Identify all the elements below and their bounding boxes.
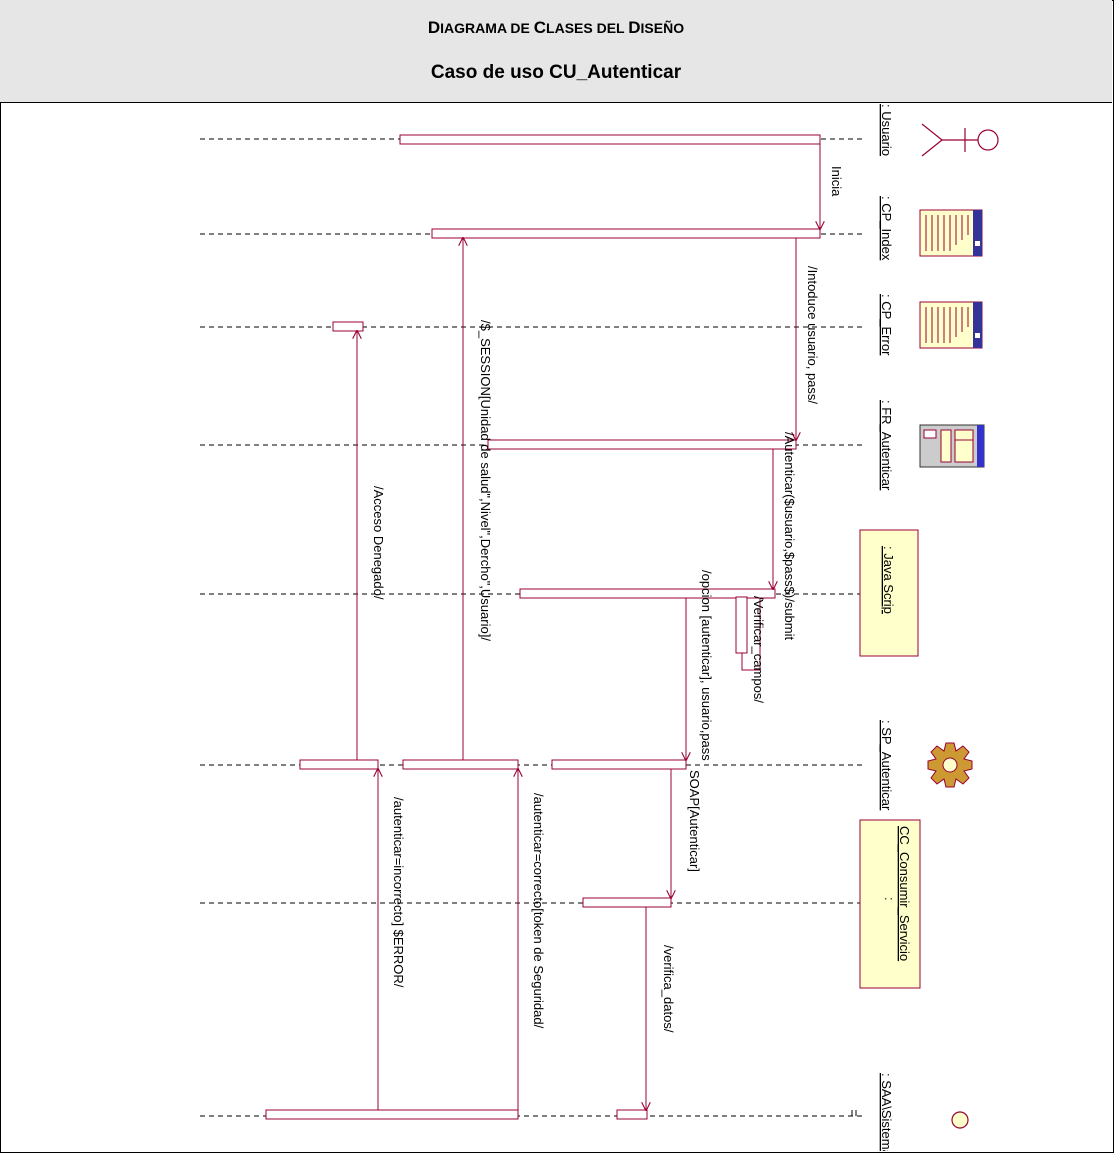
activation-cp-error (332, 321, 364, 332)
activation-cc-consumir (582, 897, 672, 908)
participant-usuario: : Usuario (879, 104, 894, 156)
participant-cc-consumir-box: : CC_Consumir_Servicio (859, 819, 921, 989)
entity-icon (951, 1111, 969, 1129)
messages (357, 144, 820, 1110)
participant-cc-consumir: CC_Consumir_Servicio (897, 826, 912, 961)
page-title: DIAGRAMA DE CLASES DEL DISEÑO (427, 18, 685, 37)
activation-java-scrip (519, 588, 776, 599)
message-incorrecto: /autenticar=incorrecto] $ERROR/ (391, 797, 406, 988)
activation-sp-1 (299, 759, 379, 770)
activation-fr-autenticar (487, 439, 797, 450)
message-soap: SOAP[Autenticar] (687, 770, 702, 872)
message-verificar: /Verificar_campos/ (751, 596, 766, 703)
activations (265, 134, 821, 1120)
message-autenticar-submit: /Autenticar($usuario,$pass$)/submit (782, 432, 797, 640)
message-session: /$_SESSION[Unidad de salud",Nivel",Derch… (478, 320, 493, 641)
message-acceso: /Acceso Denegado/ (371, 486, 386, 600)
participant-java-scrip: : Java Scrip (881, 546, 896, 614)
participant-sp-autenticar: : SP_Autenticar (879, 720, 894, 811)
activation-java-scrip-self (735, 596, 748, 654)
message-verifica-datos: /verifica_datos/ (661, 945, 676, 1033)
actor-icon (921, 123, 999, 157)
participant-fr-autenticar: : FR_Autenticar (879, 400, 894, 491)
activation-sp-3 (551, 759, 687, 770)
activation-usuario (399, 134, 821, 145)
lifeline-end-marker (851, 1110, 857, 1116)
participant-java-scrip-box: : Java Scrip (859, 529, 919, 657)
message-inicia: Inicia (829, 166, 844, 197)
cc-consumir-colon: : (882, 897, 897, 901)
participant-cp-index: : CP_Index (879, 196, 894, 261)
client-page-icon (919, 209, 983, 257)
participant-cp-error: : CP_Error (879, 294, 894, 356)
message-introduce: /Intoduce usuario, pass/ (805, 266, 820, 404)
message-correcto: /autenticar=correcto[token de Seguridad/ (531, 793, 546, 1029)
page-subtitle: Caso de uso CU_Autenticar (430, 62, 682, 83)
server-page-icon (927, 742, 973, 788)
activation-cp-index (431, 228, 821, 239)
form-icon (919, 424, 985, 468)
message-labels: Inicia /Intoduce usuario, pass/ /Autenti… (371, 166, 844, 1033)
activation-sp-2 (402, 759, 519, 770)
message-opcion: /opcion [autenticar], usuario,pass (699, 570, 714, 761)
activation-saa-2 (616, 1109, 648, 1120)
participant-labels: : Usuario : CP_Index : CP_Error : FR_Aut… (879, 104, 894, 1151)
participant-saa: : SAA\Sistema (879, 1073, 894, 1151)
message-verificar-arrow (741, 598, 761, 671)
sequence-diagram: Inicia /Intoduce usuario, pass/ /Autenti… (200, 104, 999, 1151)
activation-saa-1 (265, 1109, 519, 1120)
client-page-icon (919, 301, 983, 349)
header: DIAGRAMA DE CLASES DEL DISEÑO Caso de us… (0, 0, 1112, 103)
